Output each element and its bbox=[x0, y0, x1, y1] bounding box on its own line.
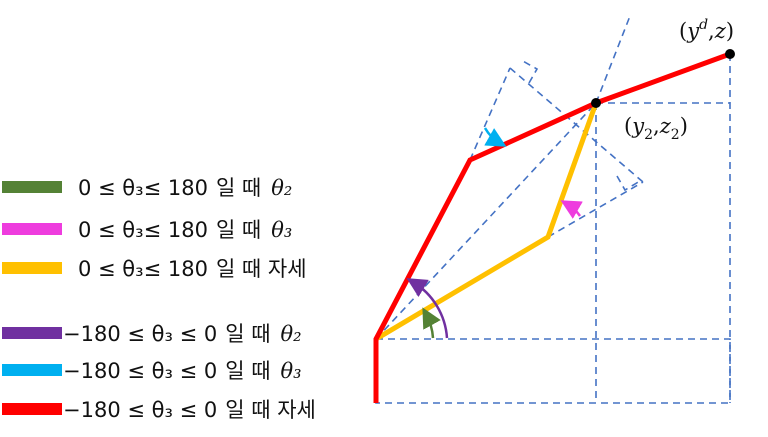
wrist-point-label: (y2,z2) bbox=[624, 114, 688, 143]
wrist-point bbox=[591, 98, 601, 108]
legend-swatch bbox=[2, 364, 62, 376]
legend-swatch bbox=[2, 223, 62, 235]
red-elbow-extension-guide bbox=[469, 67, 511, 161]
theta3-positive-arc bbox=[560, 200, 583, 219]
theta2-positive-arc bbox=[422, 307, 441, 339]
target-point-label: (yd,z) bbox=[679, 17, 734, 43]
legend-swatch bbox=[2, 262, 62, 274]
target-point bbox=[725, 49, 735, 59]
right-angle-mark-top bbox=[520, 59, 539, 84]
theta2-negative-arc bbox=[406, 278, 449, 339]
perpendicular-guide bbox=[509, 67, 644, 183]
yellow-elbow-extension-guide bbox=[547, 181, 644, 238]
legend-swatch bbox=[2, 327, 62, 339]
bottom-rect-guide bbox=[375, 338, 731, 404]
theta3-negative-arc bbox=[483, 127, 507, 147]
red-pose-arm bbox=[373, 51, 731, 403]
legend-swatch bbox=[2, 403, 62, 415]
forearm-extension-guide bbox=[595, 15, 631, 104]
legend-swatch bbox=[2, 181, 62, 193]
base-to-wrist-guide bbox=[375, 102, 597, 340]
yellow-pose-arm bbox=[374, 102, 599, 342]
right-angle-mark-right bbox=[616, 175, 641, 192]
